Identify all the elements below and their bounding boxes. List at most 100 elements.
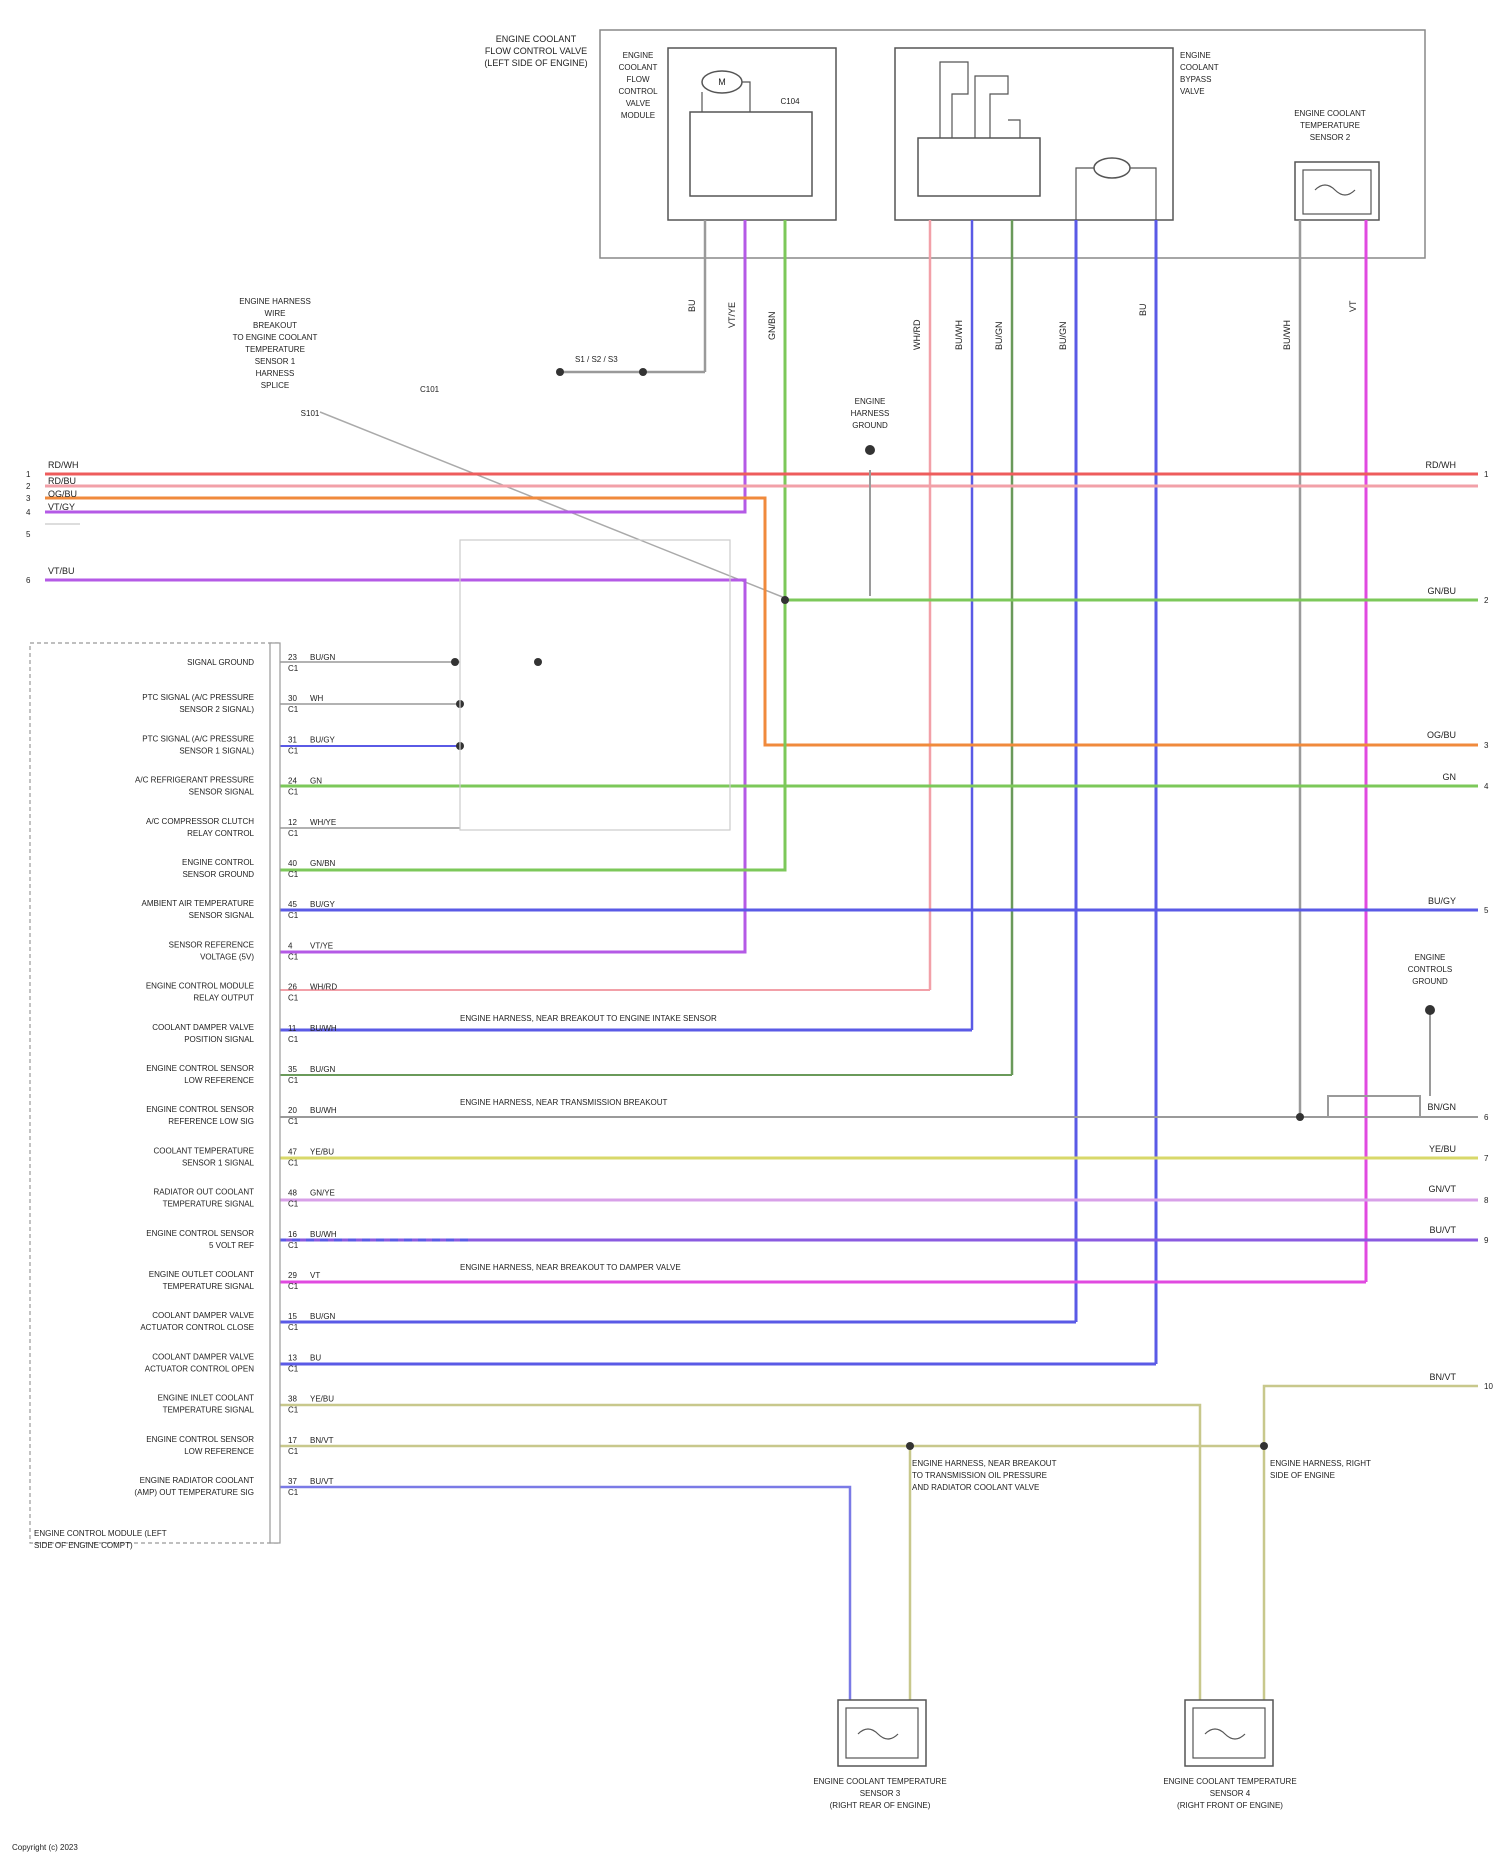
svg-text:GN/BU: GN/BU [1427, 586, 1456, 596]
svg-text:OG/BU: OG/BU [1427, 730, 1456, 740]
svg-text:SIDE OF ENGINE COMPT): SIDE OF ENGINE COMPT) [34, 1541, 133, 1550]
svg-text:SIDE OF ENGINE: SIDE OF ENGINE [1270, 1471, 1335, 1480]
svg-text:ENGINE COOLANT TEMPERATURE: ENGINE COOLANT TEMPERATURE [813, 1777, 946, 1786]
svg-text:TEMPERATURE: TEMPERATURE [1300, 121, 1360, 130]
ecm-wire-color: GN/BN [310, 859, 336, 868]
svg-text:(RIGHT REAR OF ENGINE): (RIGHT REAR OF ENGINE) [830, 1801, 931, 1810]
ecm-pin-number: 31 [288, 735, 297, 744]
ecm-pin-description: ENGINE RADIATOR COOLANT [140, 1476, 255, 1485]
svg-text:RD/WH: RD/WH [1426, 460, 1457, 470]
ecm-wire-color: GN [310, 777, 322, 786]
svg-text:9: 9 [1484, 1236, 1489, 1245]
left-annotation: ENGINE HARNESS WIRE BREAKOUT TO ENGINE C… [233, 297, 320, 418]
ecm-pin-description: ACTUATOR CONTROL OPEN [145, 1364, 254, 1373]
svg-text:ENGINE HARNESS, NEAR BREAKOUT: ENGINE HARNESS, NEAR BREAKOUT TO ENGINE … [460, 1014, 717, 1023]
ecm-pin-description: COOLANT DAMPER VALVE [152, 1023, 254, 1032]
ecm-pin-number: 26 [288, 983, 297, 992]
ecm-pin-description: ENGINE CONTROL SENSOR [146, 1435, 254, 1444]
ecm-pin-number: 16 [288, 1230, 297, 1239]
svg-text:WH/RD: WH/RD [912, 319, 922, 350]
svg-text:ENGINE COOLANT: ENGINE COOLANT [1294, 109, 1366, 118]
svg-text:CONTROL: CONTROL [618, 87, 658, 96]
ecm-pin-description: SENSOR SIGNAL [189, 788, 255, 797]
svg-text:3: 3 [1484, 741, 1489, 750]
ecm-wire-color: BU/GN [310, 653, 336, 662]
ecm-connector-cavity: C1 [288, 1364, 299, 1373]
svg-text:RD/BU: RD/BU [48, 476, 76, 486]
ecm-pin-description: RELAY OUTPUT [193, 994, 254, 1003]
ecm-pin-description: PTC SIGNAL (A/C PRESSURE [142, 693, 254, 702]
ecm-pin-description: ENGINE INLET COOLANT [158, 1394, 254, 1403]
ecm-connector-cavity: C1 [288, 1035, 299, 1044]
ecm-pin-number: 40 [288, 859, 297, 868]
svg-text:BN/VT: BN/VT [1429, 1372, 1456, 1382]
svg-text:10: 10 [1484, 1382, 1493, 1391]
svg-text:SENSOR 3: SENSOR 3 [860, 1789, 901, 1798]
ecm-pin-description: LOW REFERENCE [184, 1447, 254, 1456]
svg-text:(LEFT SIDE OF ENGINE): (LEFT SIDE OF ENGINE) [484, 58, 587, 68]
svg-text:6: 6 [1484, 1113, 1489, 1122]
svg-text:RD/WH: RD/WH [48, 460, 79, 470]
ecm-pin-description: SENSOR 1 SIGNAL [182, 1158, 255, 1167]
svg-text:SPLICE: SPLICE [261, 381, 289, 390]
bypass-valve [895, 48, 1173, 220]
thermistor-icon [1205, 1729, 1245, 1739]
svg-text:(RIGHT FRONT OF ENGINE): (RIGHT FRONT OF ENGINE) [1177, 1801, 1283, 1810]
ecm-pin-row: SIGNAL GROUND23C1BU/GN [187, 653, 335, 673]
ecm-pin-number: 13 [288, 1353, 297, 1362]
ecm-pin-description: ACTUATOR CONTROL CLOSE [140, 1323, 254, 1332]
ecm-connector-cavity: C1 [288, 911, 299, 920]
flow-valve-inner [690, 112, 812, 196]
ecm-connector-cavity: C1 [288, 1117, 299, 1126]
svg-text:VT: VT [1348, 300, 1358, 312]
temp-sensor-2-label: ENGINE COOLANT TEMPERATURE SENSOR 2 [1294, 109, 1366, 142]
ecm-wire-color: VT/YE [310, 941, 333, 950]
svg-text:ENGINE: ENGINE [855, 397, 886, 406]
svg-text:TEMPERATURE: TEMPERATURE [245, 345, 305, 354]
svg-text:BN/GN: BN/GN [1427, 1102, 1456, 1112]
ecm-connector-cavity: C1 [288, 994, 299, 1003]
svg-text:BU/GN: BU/GN [1058, 321, 1068, 350]
svg-text:1: 1 [1484, 470, 1489, 479]
ecm-connector-cavity: C1 [288, 870, 299, 879]
svg-text:BU/WH: BU/WH [1282, 320, 1292, 350]
svg-text:ENGINE HARNESS, NEAR BREAKOUT: ENGINE HARNESS, NEAR BREAKOUT TO DAMPER … [460, 1263, 681, 1272]
sensor-3-label: ENGINE COOLANT TEMPERATURE SENSOR 3 (RIG… [813, 1777, 946, 1810]
ecm-wire-color: BU/WH [310, 1230, 337, 1239]
svg-text:4: 4 [26, 508, 31, 517]
sensor-4-label: ENGINE COOLANT TEMPERATURE SENSOR 4 (RIG… [1163, 1777, 1296, 1810]
svg-text:VT/GY: VT/GY [48, 502, 75, 512]
svg-text:SENSOR 2: SENSOR 2 [1310, 133, 1351, 142]
ecm-pin-description: PTC SIGNAL (A/C PRESSURE [142, 734, 254, 743]
svg-text:FLOW: FLOW [626, 75, 650, 84]
ecm-connector-cavity: C1 [288, 788, 299, 797]
ecm-pin-number: 11 [288, 1024, 297, 1033]
svg-text:7: 7 [1484, 1154, 1489, 1163]
ecm-wire-color: BU/GN [310, 1312, 336, 1321]
ecm-pin-description: LOW REFERENCE [184, 1076, 254, 1085]
ecm-pin-number: 17 [288, 1436, 297, 1445]
svg-text:2: 2 [1484, 596, 1489, 605]
ecm-pin-row: ENGINE CONTROL SENSORREFERENCE LOW SIG20… [146, 1105, 337, 1126]
ecm-pin-number: 37 [288, 1477, 297, 1486]
thermistor-icon [858, 1729, 898, 1739]
svg-text:MODULE: MODULE [621, 111, 655, 120]
ecm-location-label: ENGINE CONTROL MODULE (LEFT SIDE OF ENGI… [34, 1529, 167, 1550]
svg-text:AND RADIATOR COOLANT VALVE: AND RADIATOR COOLANT VALVE [912, 1483, 1039, 1492]
splice-label: S1 / S2 / S3 [575, 355, 618, 364]
ecm-pin-description: VOLTAGE (5V) [200, 952, 254, 961]
ecm-pin-description: REFERENCE LOW SIG [168, 1117, 254, 1126]
ecm-wire-color: BU/GN [310, 1065, 336, 1074]
svg-text:ENGINE HARNESS, NEAR BREAKOUT: ENGINE HARNESS, NEAR BREAKOUT [912, 1459, 1057, 1468]
ecm-pin-description: SENSOR GROUND [182, 870, 254, 879]
ecm-pin-number: 38 [288, 1395, 297, 1404]
ecm-pin-description: TEMPERATURE SIGNAL [163, 1282, 255, 1291]
ecm-pin-description: TEMPERATURE SIGNAL [163, 1200, 255, 1209]
svg-text:GN: GN [1443, 772, 1457, 782]
svg-text:WIRE: WIRE [265, 309, 286, 318]
ecm-connector-cavity: C1 [288, 664, 299, 673]
svg-text:4: 4 [1484, 782, 1489, 791]
svg-text:ENGINE: ENGINE [1415, 953, 1446, 962]
ecm-pin-description: SIGNAL GROUND [187, 658, 254, 667]
